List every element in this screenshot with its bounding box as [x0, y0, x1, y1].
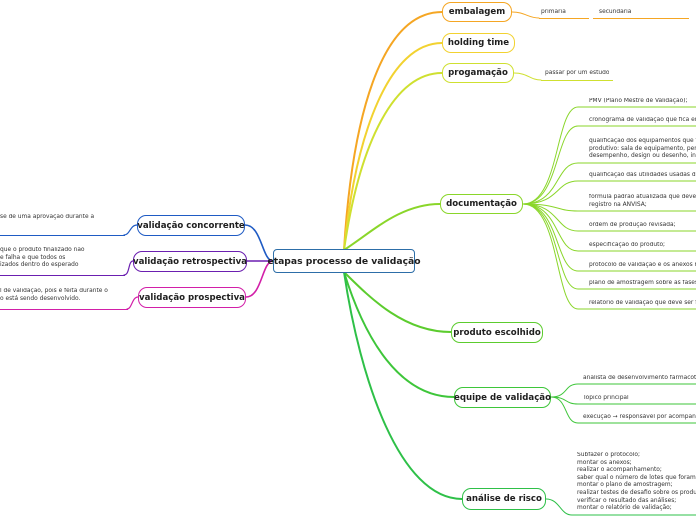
link-embalagem-sub [511, 11, 540, 19]
underline-primaria [539, 18, 589, 19]
note-prospectiva: l de validação, pois é feita durante o o… [0, 288, 108, 302]
link-equipe-1 [550, 383, 696, 398]
topic-label: validação concorrente [137, 220, 245, 231]
equipe-item-3[interactable]: execução → responsável por acompanh [583, 414, 696, 420]
doc-item-8[interactable]: protocolo de validação e os anexos ne [589, 262, 696, 268]
topic-label: equipe de validação [453, 392, 552, 403]
link-doc-5 [522, 203, 696, 212]
topic-label: progamação [448, 68, 508, 78]
doc-item-10[interactable]: relatório de validação que deve ser fei [589, 300, 696, 306]
branch-prospectiva [245, 260, 274, 298]
link-doc-8 [522, 203, 696, 272]
topic-documentacao[interactable]: documentação [440, 194, 523, 214]
branch-holding [343, 42, 443, 251]
branch-documentacao [343, 203, 441, 251]
link-doc-3 [522, 162, 696, 205]
underline-passar-por-um-estudo [541, 80, 613, 81]
doc-item-9[interactable]: plano de amostragem sobre as fases d [589, 280, 696, 286]
central-topic-label: etapas processo de validação [267, 255, 421, 267]
doc-item-2[interactable]: cronograma de validação que fica em [589, 117, 696, 123]
doc-item-7[interactable]: especificação do produto; [589, 242, 666, 248]
equipe-item-2[interactable]: Tópico principal [583, 395, 629, 401]
link-doc-7 [522, 203, 696, 252]
branch-analise [343, 271, 463, 500]
note-concorrente: se de uma aprovação durante a [0, 214, 95, 220]
link-equipe-3 [550, 396, 696, 424]
subtopic-passar-por-um-estudo[interactable]: passar por um estudo [545, 70, 610, 76]
doc-item-5[interactable]: fórmula padrão atualizada que deve se re… [589, 194, 696, 208]
branch-programacao [343, 72, 443, 251]
topic-validacao-retrospectiva[interactable]: validação retrospectiva [133, 251, 247, 272]
topic-label: embalagem [448, 7, 506, 17]
branch-equipe [343, 271, 455, 398]
link-doc-6 [522, 203, 696, 232]
analise-notes: Subfazer o protocolo; montar os anexos; … [577, 452, 696, 512]
link-doc-4 [522, 180, 696, 205]
topic-holding-time[interactable]: holding time [442, 33, 515, 53]
topic-label: validação prospectiva [139, 292, 245, 303]
branch-produto [343, 271, 452, 333]
link-prosp-note [126, 296, 139, 310]
doc-item-1[interactable]: PMV (Plano Mestre de Validação); [589, 98, 688, 104]
topic-validacao-prospectiva[interactable]: validação prospectiva [138, 287, 246, 308]
topic-label: análise de risco [466, 494, 542, 504]
doc-item-3[interactable]: qualificação dos equipamentos que fa pro… [589, 138, 696, 160]
link-retro-note [123, 260, 134, 276]
link-doc-1 [522, 106, 696, 205]
doc-item-4[interactable]: qualificação das utilidades usadas dur [589, 172, 696, 178]
subtopic-primaria[interactable]: primaria [541, 9, 566, 15]
branch-embalagem [343, 11, 443, 251]
topic-equipe-de-validacao[interactable]: equipe de validação [454, 387, 551, 408]
topic-validacao-concorrente[interactable]: validação concorrente [137, 215, 245, 236]
topic-programacao[interactable]: progamação [442, 63, 514, 83]
topic-label: validação retrospectiva [133, 256, 247, 267]
topic-analise-de-risco[interactable]: análise de risco [462, 488, 546, 510]
doc-item-6[interactable]: ordem de produção revisada; [589, 222, 676, 228]
note-retrospectiva: que o produto finalizado não e falha e q… [0, 247, 85, 269]
equipe-item-1[interactable]: analista de desenvolvimento farmacotéc [583, 375, 696, 381]
topic-produto-escolhido[interactable]: produto escolhido [451, 322, 543, 343]
link-analise-notes [545, 498, 696, 516]
topic-embalagem[interactable]: embalagem [442, 2, 512, 22]
subtopic-secundaria[interactable]: secundaria [599, 9, 632, 15]
underline-secundaria [593, 18, 689, 19]
topic-label: documentação [446, 199, 517, 209]
topic-label: holding time [447, 38, 510, 48]
central-topic[interactable]: etapas processo de validação [267, 249, 421, 273]
link-programacao-sub [513, 72, 542, 81]
underline-prospectiva [0, 309, 128, 310]
topic-label: produto escolhido [453, 327, 541, 338]
branch-concorrente [244, 224, 274, 262]
underline-retrospectiva [0, 275, 125, 276]
link-concorrente-note [123, 224, 138, 236]
link-doc-10 [522, 203, 696, 310]
underline-concorrente [0, 235, 125, 236]
link-doc-2 [522, 125, 696, 205]
